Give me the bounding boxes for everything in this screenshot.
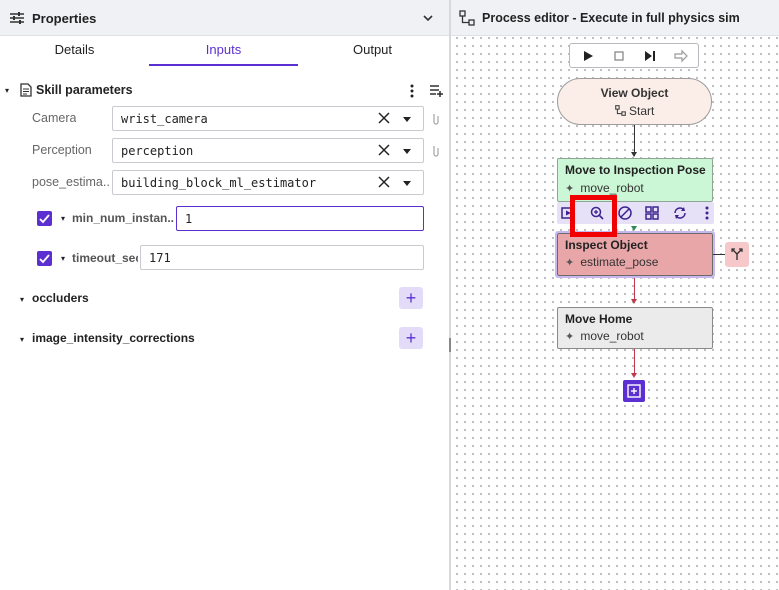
disable-icon[interactable] xyxy=(617,205,633,221)
node-move-home[interactable]: Move Home ✦ move_robot xyxy=(557,307,713,349)
camera-label: Camera xyxy=(32,111,77,125)
properties-panel: Properties Details Inputs Output ▾ Skill… xyxy=(0,0,449,349)
step-icon[interactable] xyxy=(643,49,657,63)
grid-view-icon[interactable] xyxy=(644,205,660,221)
branch-button[interactable] xyxy=(725,242,749,267)
min-num-instances-checkbox[interactable] xyxy=(37,211,52,226)
node-title: Inspect Object xyxy=(565,238,648,252)
clear-icon[interactable] xyxy=(377,175,391,189)
node-subtitle-text: Start xyxy=(629,104,655,118)
chevron-down-icon[interactable] xyxy=(420,10,436,26)
pose-estimator-select[interactable]: building_block_ml_estimator xyxy=(112,170,424,195)
more-vertical-icon[interactable] xyxy=(699,205,715,221)
perception-label: Perception xyxy=(32,143,92,157)
clear-icon[interactable] xyxy=(377,143,391,157)
node-subtitle: ✦ estimate_pose xyxy=(565,255,658,269)
resize-grip[interactable] xyxy=(449,338,451,352)
node-move-to-inspection-pose[interactable]: Move to Inspection Pose ✦ move_robot xyxy=(557,158,713,202)
edge-arrowhead xyxy=(631,226,637,231)
edge-line xyxy=(713,254,725,255)
sparkle-icon: ✦ xyxy=(565,257,575,269)
edge-line xyxy=(634,124,635,156)
collapse-caret-icon[interactable]: ▾ xyxy=(61,214,66,223)
camera-value: wrist_camera xyxy=(121,112,208,126)
edge-arrowhead xyxy=(631,373,637,378)
node-title: Move to Inspection Pose xyxy=(565,163,706,177)
process-graph-icon xyxy=(459,10,475,26)
properties-header: Properties xyxy=(0,0,449,36)
execution-controls xyxy=(569,43,699,68)
timeout-sec-checkbox[interactable] xyxy=(37,251,52,266)
properties-title: Properties xyxy=(32,11,97,26)
add-image-intensity-correction-button[interactable]: + xyxy=(399,327,423,349)
process-graph-icon xyxy=(614,105,626,116)
add-occluder-button[interactable]: + xyxy=(399,287,423,309)
collapse-caret-icon[interactable]: ▾ xyxy=(20,295,25,304)
perception-select[interactable]: perception xyxy=(112,138,424,163)
node-toolbar xyxy=(557,202,714,224)
stop-icon[interactable] xyxy=(612,49,626,63)
min-num-instances-label: min_num_instan... xyxy=(72,211,174,225)
min-num-instances-value: 1 xyxy=(185,212,193,226)
link-icon[interactable] xyxy=(430,111,442,127)
node-subtitle-text: estimate_pose xyxy=(580,255,659,269)
timeout-sec-input[interactable]: 171 xyxy=(140,245,424,270)
pose-estimator-value: building_block_ml_estimator xyxy=(121,176,317,190)
node-subtitle-text: move_robot xyxy=(580,329,644,343)
process-editor-panel: Process editor - Execute in full physics… xyxy=(451,0,779,590)
node-title: Move Home xyxy=(565,312,633,326)
sparkle-icon: ✦ xyxy=(565,183,575,195)
panel-resize-handle[interactable] xyxy=(449,0,451,590)
skill-parameters-header: ▾ Skill parameters xyxy=(0,80,449,104)
play-icon[interactable] xyxy=(581,49,595,63)
node-title: View Object xyxy=(600,86,669,100)
node-subtitle: ✦ move_robot xyxy=(565,181,644,195)
occluders-label: occluders xyxy=(32,291,89,305)
collapse-caret-icon[interactable]: ▾ xyxy=(61,254,66,263)
add-list-icon[interactable] xyxy=(429,83,444,98)
dropdown-arrow-icon[interactable] xyxy=(403,149,411,154)
add-node-button[interactable] xyxy=(623,380,645,402)
sparkle-icon: ✦ xyxy=(565,331,575,343)
dropdown-arrow-icon[interactable] xyxy=(403,181,411,186)
node-view-object[interactable]: View Object Start xyxy=(557,78,712,125)
step-over-icon[interactable] xyxy=(674,49,688,63)
checkmark-icon xyxy=(39,254,50,264)
perception-value: perception xyxy=(121,144,194,158)
zoom-in-icon[interactable] xyxy=(589,205,605,221)
node-subtitle: Start xyxy=(558,104,711,118)
collapse-caret-icon[interactable]: ▾ xyxy=(5,86,10,95)
run-node-icon[interactable] xyxy=(560,205,576,221)
node-inspect-object[interactable]: Inspect Object ✦ estimate_pose xyxy=(557,233,713,276)
more-vertical-icon[interactable] xyxy=(406,83,418,99)
collapse-caret-icon[interactable]: ▾ xyxy=(20,335,25,344)
node-subtitle: ✦ move_robot xyxy=(565,329,644,343)
edge-line xyxy=(634,278,635,302)
add-box-icon xyxy=(627,384,641,398)
tab-details[interactable]: Details xyxy=(54,42,95,57)
clear-icon[interactable] xyxy=(377,111,391,125)
edge-line xyxy=(634,349,635,375)
tab-inputs[interactable]: Inputs xyxy=(149,36,298,66)
image-intensity-corrections-label: image_intensity_corrections xyxy=(32,331,195,345)
process-editor-title: Process editor - Execute in full physics… xyxy=(482,11,740,25)
tab-output[interactable]: Output xyxy=(352,42,393,57)
node-subtitle-text: move_robot xyxy=(580,181,644,195)
skill-parameters-label: Skill parameters xyxy=(36,83,133,97)
link-icon[interactable] xyxy=(430,143,442,159)
process-editor-header: Process editor - Execute in full physics… xyxy=(451,0,779,36)
edge-arrowhead xyxy=(631,299,637,304)
dropdown-arrow-icon[interactable] xyxy=(403,117,411,122)
timeout-sec-label: timeout_sec xyxy=(72,251,138,265)
refresh-icon[interactable] xyxy=(672,205,688,221)
fork-icon xyxy=(731,248,743,260)
sliders-icon xyxy=(10,12,24,24)
checkmark-icon xyxy=(39,214,50,224)
document-icon xyxy=(20,83,32,97)
min-num-instances-input[interactable]: 1 xyxy=(176,206,424,231)
camera-select[interactable]: wrist_camera xyxy=(112,106,424,131)
edge-arrowhead xyxy=(631,152,637,157)
timeout-sec-value: 171 xyxy=(149,251,171,265)
pose-estimator-label: pose_estima... xyxy=(32,175,110,189)
